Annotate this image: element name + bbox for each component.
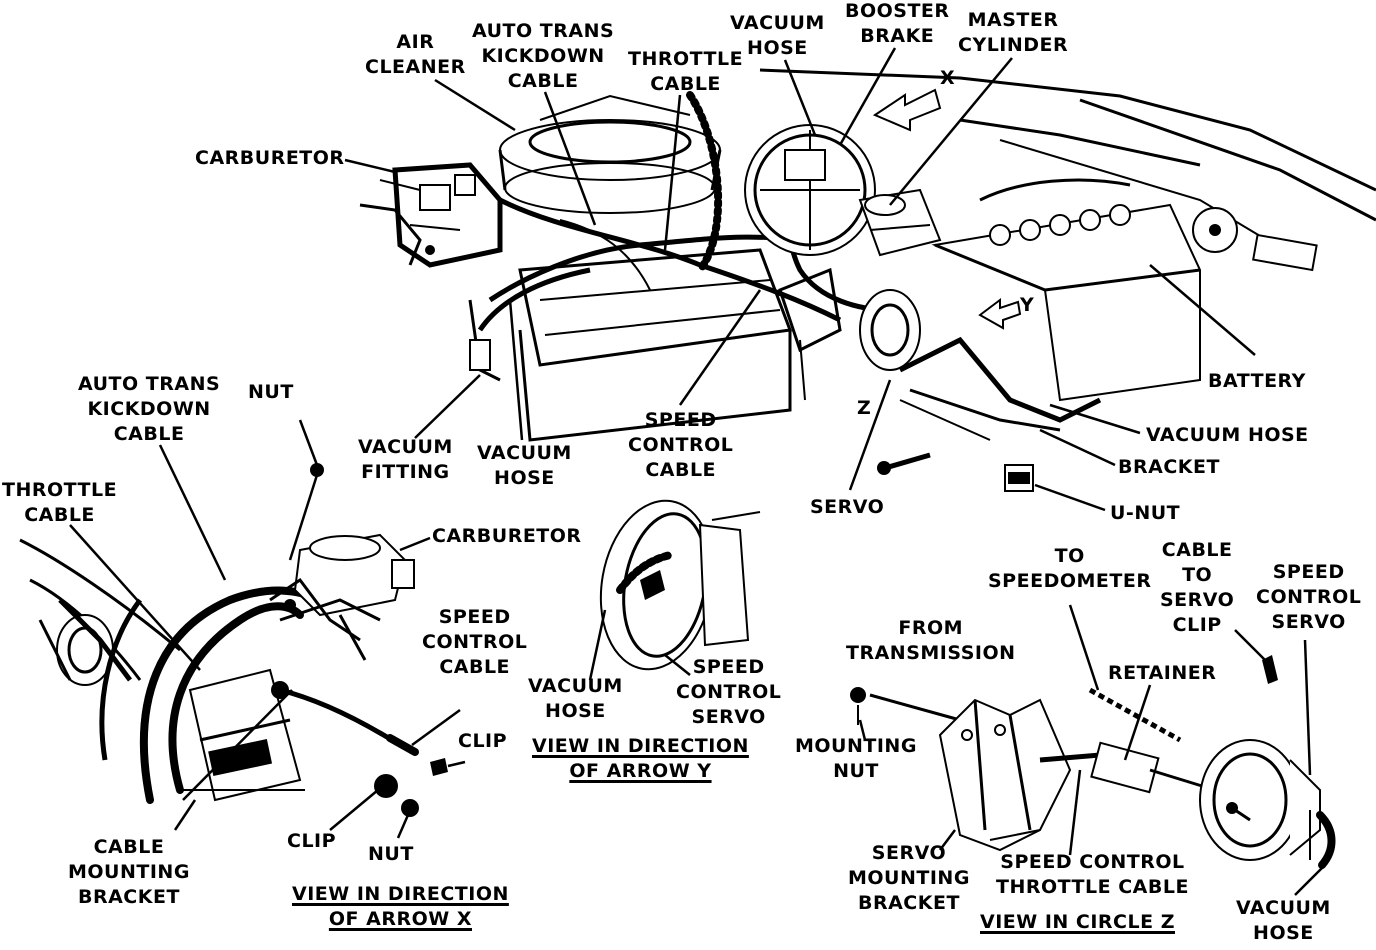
kickdown-cable-x [139,586,324,804]
label-throttle-cable-main: THROTTLE CABLE [628,48,744,95]
label-speed-control-servo-z: SPEED CONTROL SERVO [1256,561,1362,633]
label-bracket: BRACKET [1118,456,1220,478]
speedometer-cable-z [1088,687,1182,743]
label-vacuum-hose-z: VACUUM HOSE [1236,897,1331,944]
nut-top-x [310,463,324,477]
label-vacuum-hose-mid: VACUUM HOSE [477,442,572,489]
servo-mounting-bracket-z [938,698,1072,852]
view-z-leaders [858,604,1326,896]
master-cylinder-drawing [858,188,942,257]
battery-drawing [931,178,1318,402]
retainer-z [1090,741,1160,794]
label-throttle-cable-x: THROTTLE CABLE [2,479,118,526]
label-nut-top-x: NUT [248,381,294,403]
cable-servo-clip-z [1262,655,1278,684]
carburetor-x [269,533,415,661]
label-clip-bottom-x: CLIP [287,830,337,852]
caption-view-y: VIEW IN DIRECTION OF ARROW Y [532,735,749,782]
label-speed-control-servo-y: SPEED CONTROL SERVO [676,656,782,728]
label-vacuum-hose-right: VACUUM HOSE [1146,424,1309,446]
label-auto-trans-kickdown-cable-x: AUTO TRANS KICKDOWN CABLE [78,373,221,445]
label-mounting-nut: MOUNTING NUT [795,735,917,782]
carb-linkage-x [38,598,132,686]
label-clip-right-x: CLIP [458,730,508,752]
label-booster-brake: BOOSTER BRAKE [845,0,950,47]
speed-control-cable-x [279,687,402,748]
carburetor-drawing [359,162,503,268]
label-cable-mounting-bracket: CABLE MOUNTING BRACKET [68,836,190,908]
clip-bottom-x [374,774,398,798]
label-speed-control-cable-main: SPEED CONTROL CABLE [628,409,734,481]
cable-bracket-x [188,668,302,802]
clip-right-x [430,758,448,776]
view-z-drawing [850,655,1336,869]
label-vacuum-fitting: VACUUM FITTING [358,436,453,483]
label-battery: BATTERY [1208,370,1306,392]
kickdown-cable-main [498,197,842,323]
caption-view-x: VIEW IN DIRECTION OF ARROW X [292,883,509,930]
speed-control-servo-z [1199,739,1321,861]
label-carburetor-main: CARBURETOR [195,147,345,169]
vacuum-hose-z [1316,811,1336,869]
arrow-x-shape [872,88,942,132]
caption-view-z: VIEW IN CIRCLE Z [980,911,1175,933]
label-u-nut: U-NUT [1110,502,1181,524]
bolt-unut-drawing [877,452,1034,492]
label-servo: SERVO [810,496,885,518]
view-x-drawing [19,463,448,817]
view-y-leaders [588,609,691,681]
throttle-cable-x [168,602,304,794]
throttle-cable-main [686,91,723,274]
label-vacuum-hose-y: VACUUM HOSE [528,675,623,722]
label-arrow-y: Y [1020,294,1035,316]
label-arrow-x: X [940,67,956,89]
view-y-drawing [599,499,761,671]
label-air-cleaner: AIR CLEANER [365,31,466,78]
mounting-nut-z [850,687,866,703]
air-cleaner-drawing [498,94,722,214]
label-vacuum-hose-top: VACUUM HOSE [730,12,825,59]
label-speed-control-throttle-cable: SPEED CONTROL THROTTLE CABLE [996,851,1189,898]
label-from-transmission: FROM TRANSMISSION [846,617,1016,664]
label-speed-control-cable-x: SPEED CONTROL CABLE [422,606,528,678]
label-servo-mounting-bracket: SERVO MOUNTING BRACKET [848,842,970,914]
main-engine-view [359,68,1376,492]
nut-bottom-x [401,799,419,817]
label-auto-trans-kickdown-cable-main: AUTO TRANS KICKDOWN CABLE [472,20,615,92]
engine-block-drawing [468,219,793,442]
fender-outline [759,68,1376,192]
view-x-leaders [69,419,466,839]
label-retainer: RETAINER [1108,662,1217,684]
vacuum-hose-y [616,551,674,594]
label-carburetor-x: CARBURETOR [432,525,582,547]
label-master-cylinder: MASTER CYLINDER [958,9,1069,56]
arrow-y-shape [978,298,1022,330]
servo-main-drawing [778,267,1102,441]
label-circle-z: Z [857,397,872,419]
label-to-speedometer: TO SPEEDOMETER [988,545,1152,592]
main-leaders [344,47,1256,512]
label-cable-to-servo-clip: CABLE TO SERVO CLIP [1160,539,1235,636]
booster-brake-drawing [744,124,876,256]
label-nut-bottom-x: NUT [368,843,414,865]
